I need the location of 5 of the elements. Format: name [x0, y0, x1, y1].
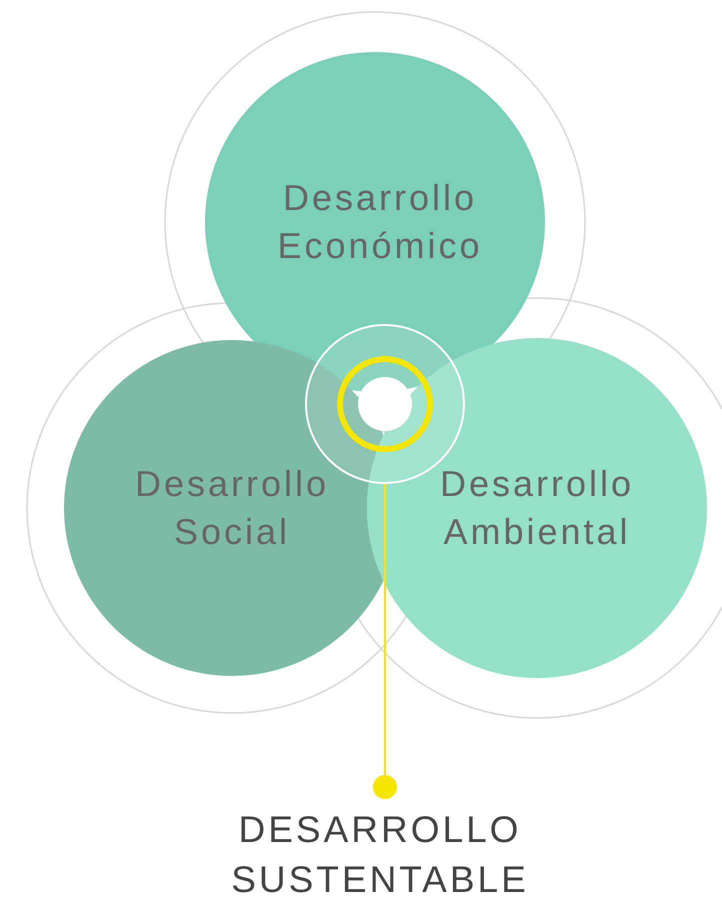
leader-line [373, 484, 397, 799]
node-label: Desarrollo Social [134, 462, 330, 554]
caption-text: DESARROLLO SUSTENTABLE [220, 805, 540, 899]
node-label: Desarrollo Económico [276, 176, 484, 268]
node-label: Desarrollo Ambiental [438, 462, 636, 554]
